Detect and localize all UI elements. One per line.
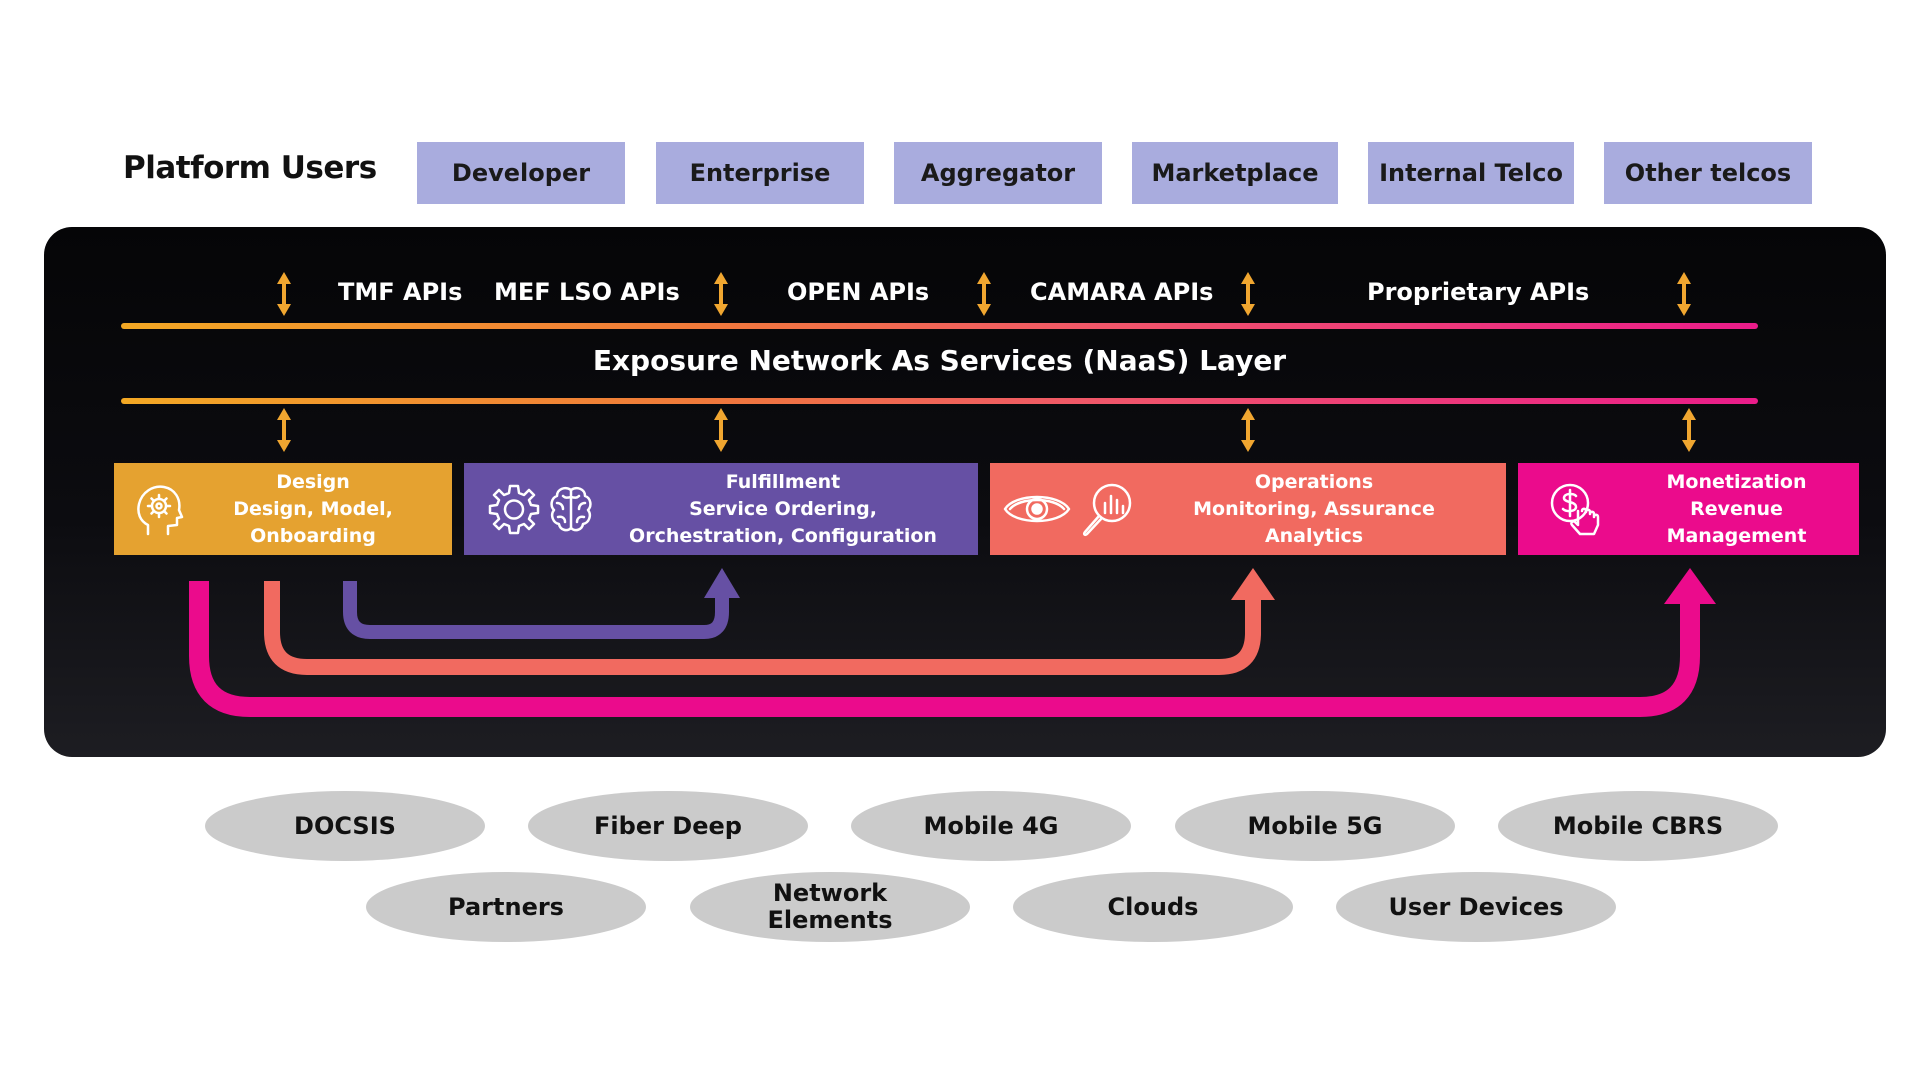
gear-icon	[488, 484, 540, 535]
user-internal-telco: Internal Telco	[1368, 142, 1574, 204]
double-arrow-icon	[277, 272, 291, 316]
capability-line: Monitoring, Assurance	[1193, 497, 1435, 520]
flow-arrow-fulfillment	[343, 568, 740, 639]
naas-layer-bottom-line	[121, 398, 1758, 404]
capability-fulfillment: Fulfillment Service Ordering, Orchestrat…	[464, 463, 978, 555]
capability-title: Design	[276, 470, 350, 493]
api-camara: CAMARA APIs	[1030, 278, 1214, 306]
network-mobile-4g: Mobile 4G	[851, 791, 1131, 861]
magnifier-chart-icon	[1082, 483, 1132, 537]
brain-icon	[550, 487, 592, 532]
flow-arrow-monetization	[189, 568, 1716, 717]
user-developer: Developer	[417, 142, 625, 204]
double-arrow-icon	[1677, 272, 1691, 316]
network-label: User Devices	[1388, 892, 1564, 921]
user-other-telcos: Other telcos	[1604, 142, 1812, 204]
capability-line: Onboarding	[250, 524, 376, 547]
network-label: Mobile 4G	[923, 811, 1059, 840]
capability-line: Design, Model,	[233, 497, 393, 520]
double-arrow-icon	[1241, 272, 1255, 316]
network-clouds: Clouds	[1013, 872, 1293, 942]
capability-title: Operations	[1254, 470, 1374, 493]
eye-icon	[1003, 495, 1071, 523]
api-mef-lso: MEF LSO APIs	[494, 278, 680, 306]
network-label: Mobile 5G	[1247, 811, 1383, 840]
head-gear-icon	[137, 485, 184, 536]
network-label: Mobile CBRS	[1552, 811, 1724, 840]
platform-users-label: Platform Users	[123, 150, 377, 186]
double-arrow-icon	[1241, 408, 1255, 452]
capability-title: Fulfillment	[725, 470, 841, 493]
network-user-devices: User Devices	[1336, 872, 1616, 942]
capability-line: Analytics	[1264, 524, 1364, 547]
api-proprietary: Proprietary APIs	[1367, 278, 1590, 306]
network-label: Partners	[448, 892, 564, 921]
user-marketplace: Marketplace	[1132, 142, 1338, 204]
capability-title: Monetization	[1666, 470, 1807, 493]
dollar-hand-icon	[1550, 483, 1600, 536]
double-arrow-icon	[977, 272, 991, 316]
network-label: Clouds	[1107, 892, 1199, 921]
network-label: DOCSIS	[294, 811, 396, 840]
user-aggregator: Aggregator	[894, 142, 1102, 204]
network-mobile-5g: Mobile 5G	[1175, 791, 1455, 861]
network-network-elements: Network Elements	[690, 872, 970, 942]
capability-operations: Operations Monitoring, Assurance Analyti…	[990, 463, 1506, 555]
capability-line: Management	[1666, 524, 1807, 547]
network-label: Network	[772, 879, 888, 907]
network-mobile-cbrs: Mobile CBRS	[1498, 791, 1778, 861]
network-label: Elements	[767, 906, 893, 934]
user-enterprise: Enterprise	[656, 142, 864, 204]
api-open: OPEN APIs	[787, 278, 930, 306]
naas-layer-top-line	[121, 323, 1758, 329]
naas-layer-title: Exposure Network As Services (NaaS) Laye…	[592, 344, 1287, 377]
network-fiber-deep: Fiber Deep	[528, 791, 808, 861]
capability-line: Revenue	[1690, 497, 1783, 520]
network-label: Fiber Deep	[594, 811, 742, 840]
api-tmf: TMF APIs	[338, 278, 463, 306]
capability-line: Service Ordering,	[689, 497, 877, 520]
double-arrow-icon	[714, 272, 728, 316]
network-partners: Partners	[366, 872, 646, 942]
capability-line: Orchestration, Configuration	[629, 524, 937, 547]
capability-design: Design Design, Model, Onboarding	[114, 463, 452, 555]
double-arrow-icon	[714, 408, 728, 452]
capability-monetization: Monetization Revenue Management	[1518, 463, 1859, 555]
double-arrow-icon	[1682, 408, 1696, 452]
flow-arrow-operations	[264, 568, 1275, 675]
double-arrow-icon	[277, 408, 291, 452]
network-docsis: DOCSIS	[205, 791, 485, 861]
